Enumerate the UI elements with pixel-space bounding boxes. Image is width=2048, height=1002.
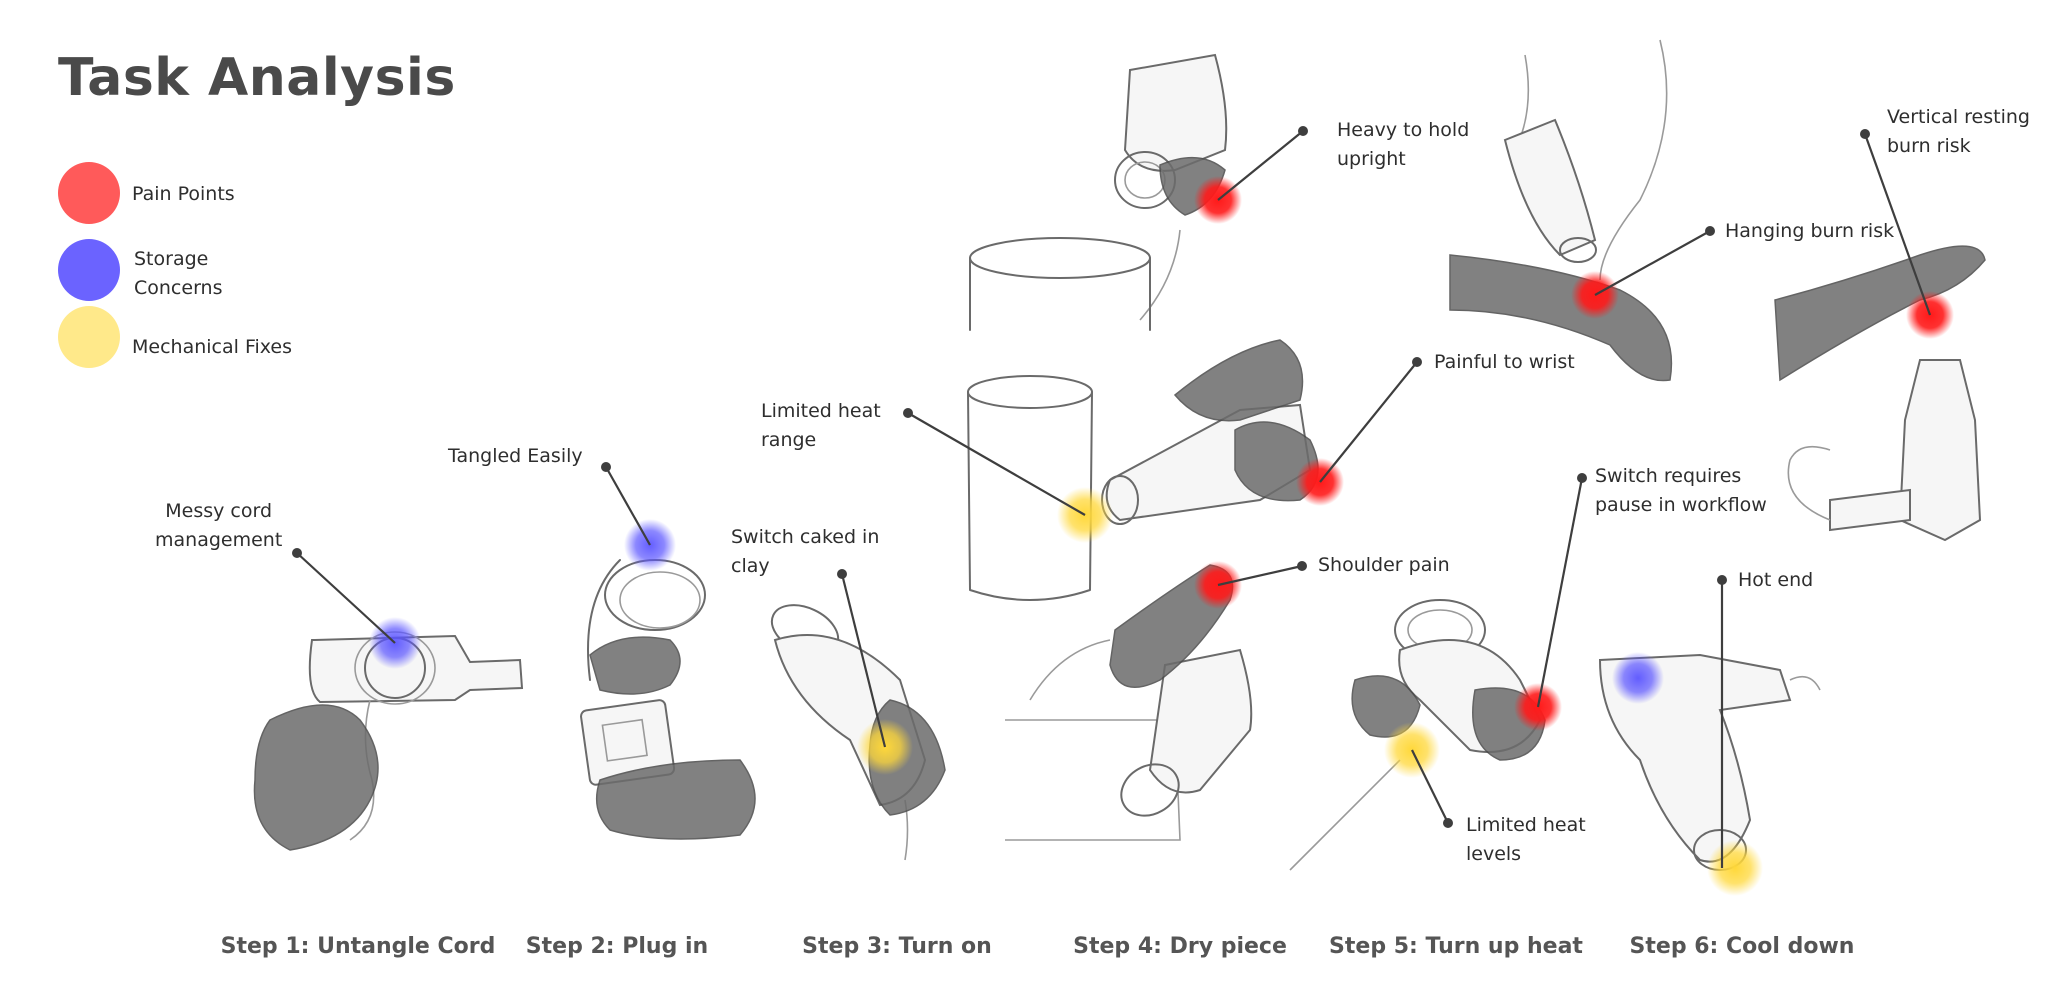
step6-hanging-illustration bbox=[1449, 39, 1673, 382]
step1-illustration bbox=[253, 631, 524, 851]
note-vertical-resting-burn-risk: Vertical resting burn risk bbox=[1887, 106, 2030, 157]
note-shoulder-pain: Shoulder pain bbox=[1318, 554, 1450, 576]
legend-swatch-storage-concerns bbox=[58, 239, 120, 301]
marker-storage-cooldown bbox=[1612, 652, 1664, 704]
step3-illustration bbox=[770, 604, 946, 861]
leader-lines bbox=[292, 126, 1932, 868]
note-tangled-easily: Tangled Easily bbox=[448, 445, 583, 467]
legend-label-storage-concerns: Storage Concerns bbox=[134, 248, 223, 299]
note-hot-end: Hot end bbox=[1738, 569, 1814, 591]
note-switch-caked-in-clay: Switch caked in clay bbox=[731, 526, 880, 577]
step4-top-illustration bbox=[969, 53, 1228, 331]
step-label-6: Step 6: Cool down bbox=[1629, 934, 1855, 959]
step5-illustration bbox=[1289, 599, 1546, 871]
note-painful-to-wrist: Painful to wrist bbox=[1434, 351, 1575, 373]
note-limited-heat-levels: Limited heat levels bbox=[1466, 814, 1586, 865]
step6-cooldown-illustration bbox=[1598, 653, 1821, 871]
legend-label-mechanical-fixes: Mechanical Fixes bbox=[132, 336, 293, 358]
step-label-1: Step 1: Untangle Cord bbox=[220, 934, 496, 959]
step-label-2: Step 2: Plug in bbox=[525, 934, 709, 959]
step-label-3: Step 3: Turn on bbox=[802, 934, 992, 959]
step-label-4: Step 4: Dry piece bbox=[1073, 934, 1287, 959]
step2-illustration bbox=[580, 559, 756, 840]
note-messy-cord: Messy cord management bbox=[155, 500, 283, 551]
page-title: Task Analysis bbox=[58, 48, 456, 108]
marker-mech-hot-end bbox=[1707, 840, 1763, 896]
step-label-5: Step 5: Turn up heat bbox=[1329, 934, 1583, 959]
step4-mid-illustration bbox=[967, 339, 1319, 601]
legend-swatch-mechanical-fixes bbox=[58, 306, 120, 368]
note-hanging-burn-risk: Hanging burn risk bbox=[1725, 220, 1895, 242]
note-limited-heat-range: Limited heat range bbox=[761, 400, 881, 451]
note-heavy-to-hold-upright: Heavy to hold upright bbox=[1337, 119, 1470, 170]
step6-vertical-illustration bbox=[1774, 245, 1986, 542]
legend-label-pain-points: Pain Points bbox=[132, 183, 235, 205]
note-switch-requires-pause: Switch requires pause in workflow bbox=[1595, 465, 1767, 516]
legend-swatch-pain-points bbox=[58, 162, 120, 224]
